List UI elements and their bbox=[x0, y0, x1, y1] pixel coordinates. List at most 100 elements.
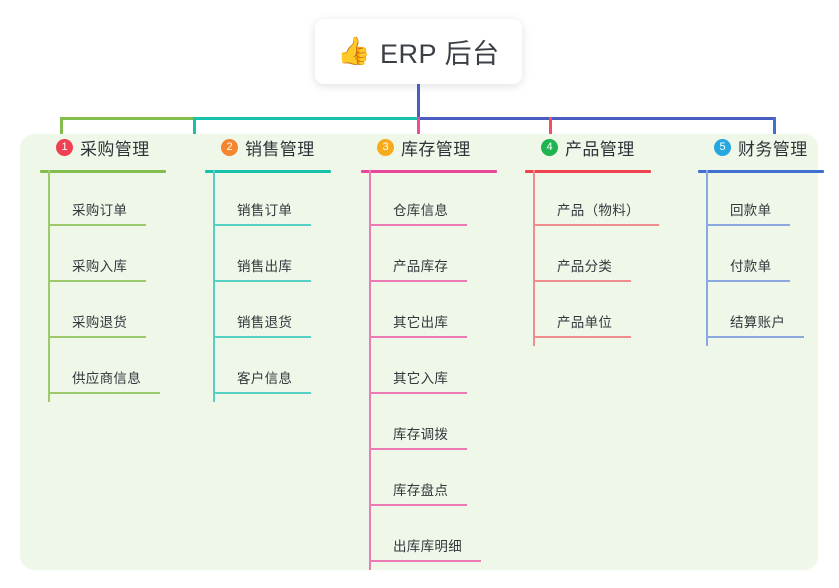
list-item-label: 供应商信息 bbox=[72, 371, 141, 386]
list-item-label: 产品单位 bbox=[557, 315, 613, 330]
list-item-label: 产品库存 bbox=[393, 259, 449, 274]
root-node-title: ERP 后台 bbox=[380, 39, 500, 69]
list-item[interactable]: 采购退货 bbox=[40, 282, 200, 338]
column-header[interactable]: 3 库存管理 bbox=[361, 134, 531, 160]
list-item[interactable]: 产品库存 bbox=[361, 226, 531, 282]
column-title: 财务管理 bbox=[738, 139, 808, 159]
list-item[interactable]: 销售退货 bbox=[205, 282, 365, 338]
column-header[interactable]: 4 产品管理 bbox=[525, 134, 700, 160]
column-badge: 3 bbox=[377, 138, 394, 156]
root-node[interactable]: 👍 ERP 后台 bbox=[315, 19, 522, 84]
column-badge: 5 bbox=[714, 138, 731, 156]
list-item-label: 库存盘点 bbox=[393, 483, 449, 498]
list-item-rule bbox=[533, 280, 631, 282]
column-rule bbox=[698, 170, 824, 173]
list-item[interactable]: 回款单 bbox=[698, 170, 839, 226]
list-item[interactable]: 其它入库 bbox=[361, 338, 531, 394]
list-item[interactable]: 销售出库 bbox=[205, 226, 365, 282]
connector-stub-col2 bbox=[193, 117, 196, 143]
list-item[interactable]: 付款单 bbox=[698, 226, 839, 282]
column-rule bbox=[361, 170, 497, 173]
list-item[interactable]: 库存调拨 bbox=[361, 394, 531, 450]
list-item[interactable]: 库存盘点 bbox=[361, 450, 531, 506]
list-item-label: 其它入库 bbox=[393, 371, 449, 386]
list-item[interactable]: 客户信息 bbox=[205, 338, 365, 394]
module-column-sales: 2 销售管理 销售订单 销售出库 销售退货 客户信息 bbox=[205, 134, 365, 402]
connector-bus-green bbox=[60, 117, 193, 120]
column-spine bbox=[213, 170, 215, 402]
list-item[interactable]: 销售订单 bbox=[205, 170, 365, 226]
list-item-label: 采购订单 bbox=[72, 203, 128, 218]
connector-stub-col3 bbox=[417, 117, 420, 143]
column-title: 产品管理 bbox=[565, 139, 635, 159]
column-badge: 2 bbox=[221, 138, 238, 156]
list-item-rule bbox=[706, 280, 790, 282]
module-column-finance: 5 财务管理 回款单 付款单 结算账户 bbox=[698, 134, 839, 346]
column-rule bbox=[205, 170, 331, 173]
connector-stub-col4 bbox=[549, 117, 552, 143]
list-item-rule bbox=[369, 336, 467, 338]
list-item-label: 其它出库 bbox=[393, 315, 449, 330]
column-rule bbox=[40, 170, 166, 173]
list-item-rule bbox=[369, 224, 467, 226]
list-item-rule bbox=[213, 392, 311, 394]
list-item-label: 采购退货 bbox=[72, 315, 128, 330]
thumbs-up-icon: 👍 bbox=[337, 36, 372, 66]
column-title: 采购管理 bbox=[80, 139, 150, 159]
list-item[interactable]: 其它出库 bbox=[361, 282, 531, 338]
list-item-rule bbox=[369, 448, 467, 450]
list-item-rule bbox=[48, 280, 146, 282]
list-item-rule bbox=[533, 224, 659, 226]
list-item[interactable]: 产品分类 bbox=[525, 226, 700, 282]
list-item-label: 客户信息 bbox=[237, 371, 293, 386]
list-item-rule bbox=[369, 504, 467, 506]
list-item-rule bbox=[213, 336, 311, 338]
column-header[interactable]: 2 销售管理 bbox=[205, 134, 365, 160]
connector-stub-col5 bbox=[773, 117, 776, 143]
connector-trunk-vertical bbox=[417, 84, 420, 118]
list-item-label: 采购入库 bbox=[72, 259, 128, 274]
module-column-purchasing: 1 采购管理 采购订单 采购入库 采购退货 供应商信息 bbox=[40, 134, 200, 402]
module-column-inventory: 3 库存管理 仓库信息 产品库存 其它出库 其它入库 库存调拨 bbox=[361, 134, 531, 570]
list-item-label: 结算账户 bbox=[730, 315, 786, 330]
list-item[interactable]: 采购入库 bbox=[40, 226, 200, 282]
list-item-rule bbox=[369, 392, 467, 394]
connector-bus-indigo bbox=[418, 117, 776, 120]
list-item-rule bbox=[213, 224, 311, 226]
connector-stub-col1 bbox=[60, 117, 63, 143]
list-item-rule bbox=[706, 336, 804, 338]
column-spine bbox=[48, 170, 50, 402]
column-badge: 4 bbox=[541, 138, 558, 156]
list-item[interactable]: 结算账户 bbox=[698, 282, 839, 338]
list-item-label: 销售订单 bbox=[237, 203, 293, 218]
list-item[interactable]: 产品单位 bbox=[525, 282, 700, 338]
list-item-label: 库存调拨 bbox=[393, 427, 449, 442]
list-item[interactable]: 产品（物料） bbox=[525, 170, 700, 226]
list-item-label: 销售出库 bbox=[237, 259, 293, 274]
modules-panel: 1 采购管理 采购订单 采购入库 采购退货 供应商信息 bbox=[20, 134, 824, 570]
list-item-label: 付款单 bbox=[730, 259, 772, 274]
list-item-rule bbox=[706, 224, 790, 226]
list-item-rule bbox=[533, 336, 631, 338]
list-item-label: 出库库明细 bbox=[393, 539, 462, 554]
list-item[interactable]: 出库库明细 bbox=[361, 506, 531, 562]
column-spine bbox=[369, 170, 371, 570]
list-item-rule bbox=[369, 560, 481, 562]
column-badge: 1 bbox=[56, 138, 73, 156]
column-header[interactable]: 1 采购管理 bbox=[40, 134, 200, 160]
list-item[interactable]: 供应商信息 bbox=[40, 338, 200, 394]
list-item-rule bbox=[213, 280, 311, 282]
module-column-products: 4 产品管理 产品（物料） 产品分类 产品单位 bbox=[525, 134, 700, 346]
list-item-label: 产品（物料） bbox=[557, 203, 640, 218]
list-item[interactable]: 仓库信息 bbox=[361, 170, 531, 226]
list-item-rule bbox=[369, 280, 467, 282]
list-item-label: 产品分类 bbox=[557, 259, 613, 274]
column-rule bbox=[525, 170, 651, 173]
column-spine bbox=[533, 170, 535, 346]
list-item[interactable]: 采购订单 bbox=[40, 170, 200, 226]
connector-bus-teal bbox=[193, 117, 418, 120]
column-title: 库存管理 bbox=[401, 139, 471, 159]
list-item-label: 回款单 bbox=[730, 203, 772, 218]
column-header[interactable]: 5 财务管理 bbox=[698, 134, 839, 160]
